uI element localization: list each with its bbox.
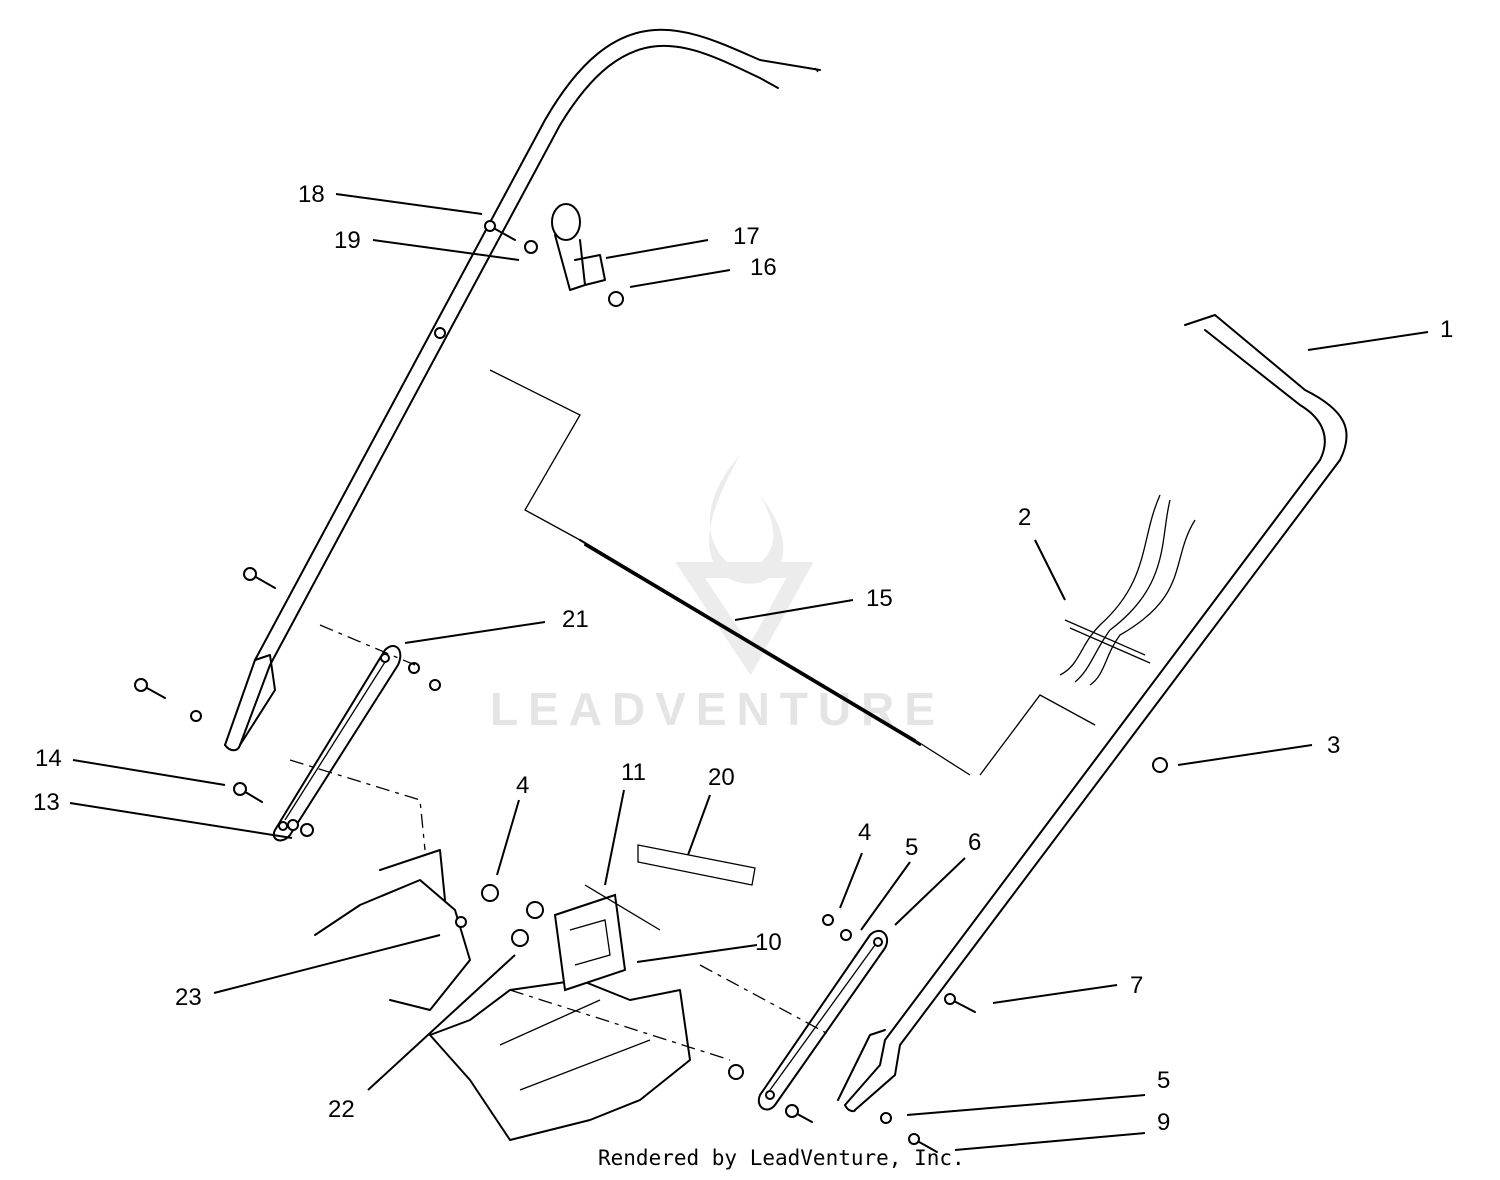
control-cable — [979, 494, 1196, 776]
callout-9: 9 — [1157, 1109, 1170, 1136]
callout-20: 20 — [708, 764, 735, 791]
callout-19: 19 — [334, 227, 361, 254]
callout-16: 16 — [750, 254, 777, 281]
callout-4: 4 — [858, 819, 871, 846]
callout-4: 4 — [516, 772, 529, 799]
lower-handle-right — [837, 314, 1348, 1113]
right-handle-bracket — [757, 929, 889, 1111]
upper-handle-left — [224, 28, 821, 752]
callout-1: 1 — [1440, 316, 1453, 343]
callout-22: 22 — [328, 1096, 355, 1123]
callout-18: 18 — [298, 181, 325, 208]
callout-15: 15 — [866, 585, 893, 612]
mower-housing — [289, 624, 831, 1141]
callout-3: 3 — [1327, 732, 1340, 759]
callout-labels: 1 2 3 4 4 5 5 6 7 9 10 11 13 14 15 16 17… — [33, 181, 1453, 1136]
left-handle-bracket — [272, 645, 441, 842]
callout-2: 2 — [1018, 504, 1031, 531]
callout-6: 6 — [968, 829, 981, 856]
callout-23: 23 — [175, 984, 202, 1011]
callout-13: 13 — [33, 789, 60, 816]
callout-5: 5 — [1157, 1067, 1170, 1094]
control-box — [511, 884, 661, 992]
hardware — [134, 220, 1168, 1153]
cable-clip — [551, 203, 606, 291]
callout-10: 10 — [755, 929, 782, 956]
callout-7: 7 — [1130, 972, 1143, 999]
callout-5: 5 — [905, 834, 918, 861]
render-credit: Rendered by LeadVenture, Inc. — [598, 1146, 965, 1170]
callout-14: 14 — [35, 745, 62, 772]
callout-11: 11 — [621, 759, 646, 786]
decal — [637, 844, 756, 886]
callout-17: 17 — [733, 223, 760, 250]
leader-lines — [69, 193, 1429, 1151]
watermark-text: LEADVENTURE — [490, 683, 945, 735]
callout-21: 21 — [562, 606, 589, 633]
control-rod — [489, 369, 971, 776]
